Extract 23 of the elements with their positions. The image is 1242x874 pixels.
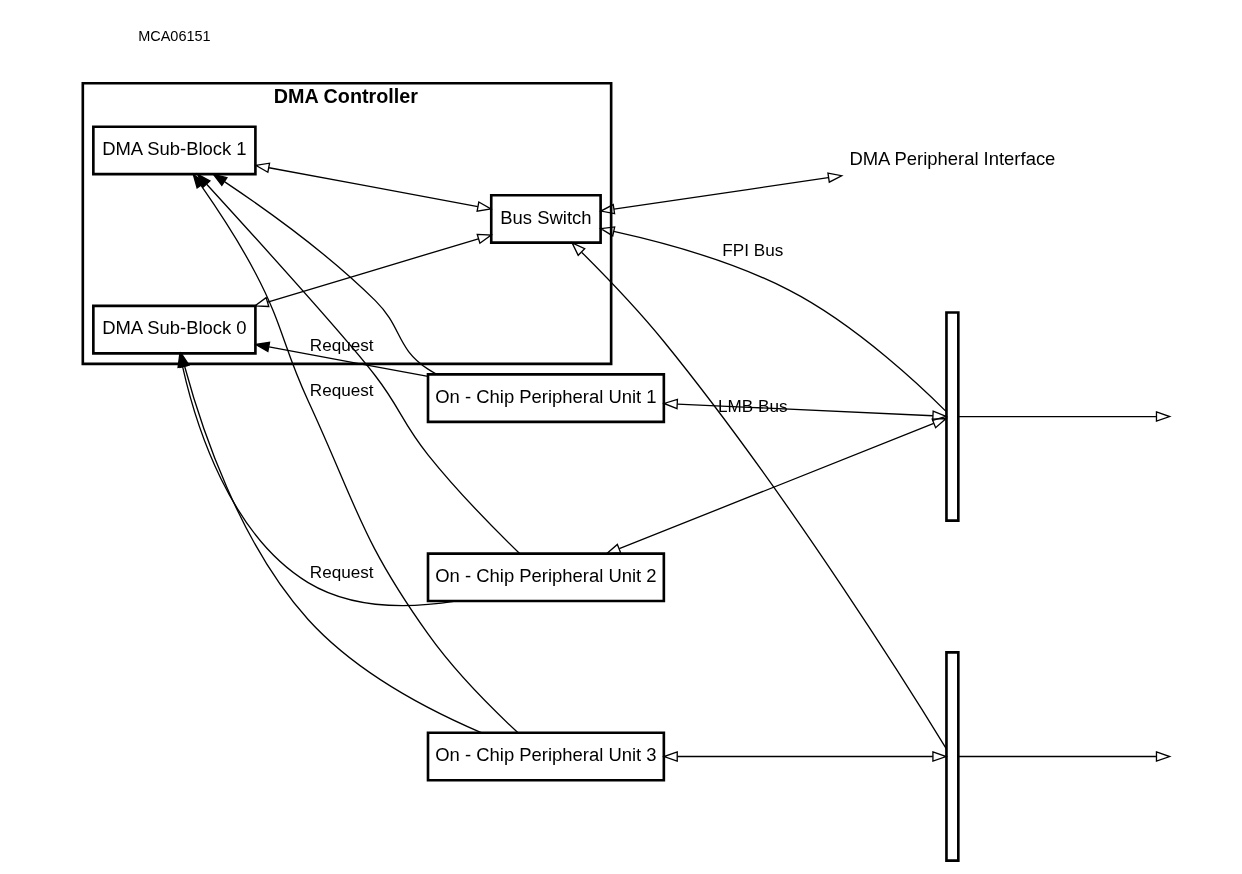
node-box: On - Chip Peripheral Unit 1: [426, 373, 665, 424]
edge-label: Request: [309, 381, 374, 401]
arrow: [598, 172, 844, 215]
arrow: [957, 750, 1172, 763]
arrow: [598, 226, 947, 413]
arrow: [604, 417, 948, 555]
label: MCA06151: [137, 27, 211, 44]
arrow: [957, 411, 1172, 423]
node-text: DMA Peripheral Interface: [848, 147, 1055, 169]
node-bar: [944, 311, 960, 522]
node-box: On - Chip Peripheral Unit 2: [426, 552, 665, 603]
arrow: [661, 750, 948, 763]
node-box: DMA Sub-Block 0: [91, 304, 257, 355]
node-box: DMA Sub-Block 1: [91, 125, 257, 176]
arrow: [253, 162, 493, 212]
arrow: [570, 241, 947, 750]
arrow: [211, 173, 437, 375]
arrow: [252, 233, 493, 308]
edge-label: FPI Bus: [721, 241, 783, 261]
node-bar: [944, 651, 960, 862]
node-box: On - Chip Peripheral Unit 3: [426, 731, 665, 782]
edge-label: Request: [309, 562, 374, 582]
node-box: Bus Switch: [489, 193, 602, 244]
